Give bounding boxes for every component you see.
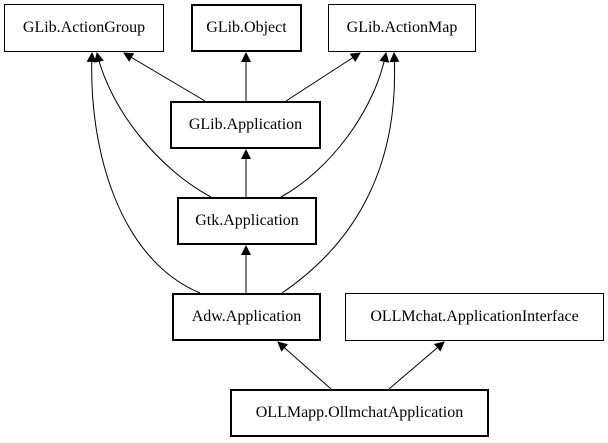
- edge-gtk-application-to-action-map: [280, 52, 390, 198]
- node-ollmchat-application-interface[interactable]: OLLMchat.ApplicationInterface: [345, 293, 604, 341]
- edge-ollmchat-application-to-adw-application: [277, 341, 332, 390]
- node-ollmapp-ollmchat-application[interactable]: OLLMapp.OllmchatApplication: [230, 389, 489, 437]
- node-glib-object[interactable]: GLib.Object: [191, 4, 302, 52]
- node-adw-application[interactable]: Adw.Application: [172, 293, 321, 341]
- node-gtk-application[interactable]: Gtk.Application: [177, 197, 317, 245]
- edge-glib-application-to-action-group: [123, 52, 206, 102]
- edge-ollmchat-application-to-application-interface: [388, 341, 445, 390]
- node-glib-action-map[interactable]: GLib.ActionMap: [328, 4, 476, 52]
- edge-adw-application-to-action-group: [86, 52, 201, 294]
- node-glib-application[interactable]: GLib.Application: [170, 101, 321, 149]
- edge-adw-application-to-action-map: [281, 52, 400, 294]
- edge-glib-application-to-action-map: [285, 52, 361, 102]
- edge-gtk-application-to-action-group: [94, 52, 212, 198]
- node-glib-action-group[interactable]: GLib.ActionGroup: [4, 4, 164, 52]
